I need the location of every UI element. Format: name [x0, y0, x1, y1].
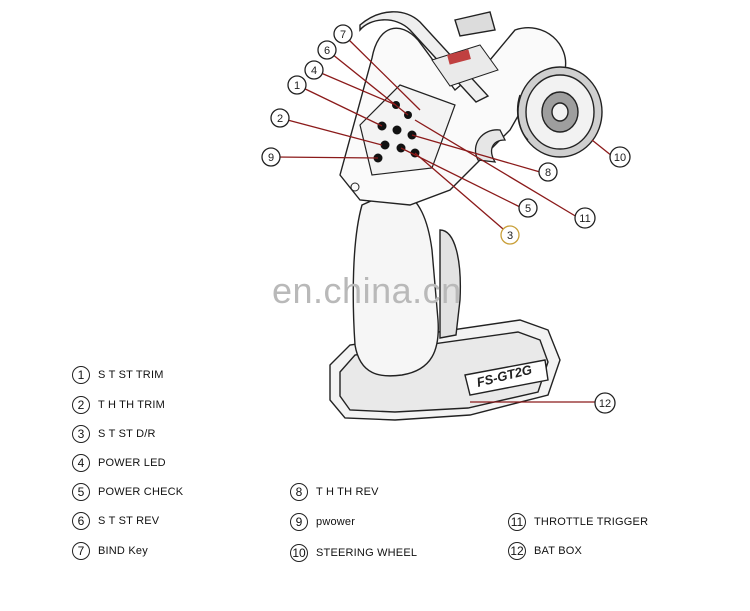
callout-10: 10: [609, 146, 631, 168]
legend-label: POWER LED: [98, 457, 166, 469]
watermark-text: en.china.cn: [272, 270, 462, 311]
callout-9: 9: [261, 147, 281, 167]
steering-wheel: [516, 66, 603, 158]
legend-number: 11: [508, 513, 526, 531]
legend-label: BIND Key: [98, 545, 148, 557]
svg-text:8: 8: [545, 167, 551, 179]
legend-item-5: 5 POWER CHECK: [72, 481, 183, 503]
svg-text:3: 3: [507, 230, 513, 242]
callout-markers: 1 2 3 4 5 6 7 8 9 10 11 12: [261, 24, 631, 414]
legend-number: 10: [290, 544, 308, 562]
legend-number: 8: [290, 483, 308, 501]
legend-item-4: 4 POWER LED: [72, 452, 166, 474]
legend-item-10: 10 STEERING WHEEL: [290, 542, 417, 564]
legend-number: 9: [290, 513, 308, 531]
svg-text:5: 5: [525, 203, 531, 215]
legend-label: POWER CHECK: [98, 486, 184, 498]
legend-item-3: 3 S T ST D/R: [72, 423, 156, 445]
legend-item-11: 11 THROTTLE TRIGGER: [508, 511, 648, 533]
svg-text:11: 11: [579, 213, 590, 225]
legend-label: pwower: [316, 516, 356, 528]
svg-text:7: 7: [340, 29, 346, 41]
display-window: [431, 44, 499, 87]
legend-item-9: 9 pwower: [290, 511, 355, 533]
svg-text:12: 12: [599, 398, 611, 410]
callout-6: 6: [317, 40, 337, 60]
svg-text:9: 9: [268, 152, 274, 164]
legend-label: T H TH REV: [316, 486, 379, 498]
svg-text:6: 6: [324, 45, 330, 57]
callout-3: 3: [500, 225, 520, 245]
callout-11: 11: [574, 207, 596, 229]
legend-label: BAT BOX: [534, 545, 583, 557]
legend-item-1: 1 S T ST TRIM: [72, 364, 164, 386]
callout-7: 7: [333, 24, 353, 44]
legend-item-12: 12 BAT BOX: [508, 540, 582, 562]
legend-label: S T ST D/R: [98, 428, 156, 440]
callout-8: 8: [538, 162, 558, 182]
legend-label: STEERING WHEEL: [316, 547, 418, 559]
legend-number: 12: [508, 542, 526, 560]
legend-item-8: 8 T H TH REV: [290, 481, 379, 503]
svg-text:10: 10: [614, 152, 626, 164]
callout-5: 5: [518, 198, 538, 218]
svg-text:4: 4: [311, 65, 317, 77]
legend-item-2: 2 T H TH TRIM: [72, 394, 165, 416]
legend-number: 4: [72, 454, 90, 472]
legend-label: S T ST TRIM: [98, 369, 164, 381]
handle-grip: [352, 187, 462, 377]
callout-4: 4: [304, 60, 324, 80]
svg-text:2: 2: [277, 113, 283, 125]
callout-1: 1: [287, 75, 307, 95]
legend-item-6: 6 S T ST REV: [72, 510, 159, 532]
legend-label: THROTTLE TRIGGER: [534, 516, 649, 528]
callout-12: 12: [594, 392, 616, 414]
legend-number: 1: [72, 366, 90, 384]
legend-number: 3: [72, 425, 90, 443]
callout-2: 2: [270, 108, 290, 128]
legend-number: 5: [72, 483, 90, 501]
control-panel: [350, 84, 456, 192]
legend-number: 2: [72, 396, 90, 414]
legend-item-7: 7 BIND Key: [72, 540, 148, 562]
throttle-trigger: [474, 129, 507, 163]
legend-label: T H TH TRIM: [98, 399, 165, 411]
legend-number: 7: [72, 542, 90, 560]
callout-lines: [274, 33, 613, 403]
legend-number: 6: [72, 512, 90, 530]
svg-text:1: 1: [294, 80, 300, 92]
legend-label: S T ST REV: [98, 515, 160, 527]
